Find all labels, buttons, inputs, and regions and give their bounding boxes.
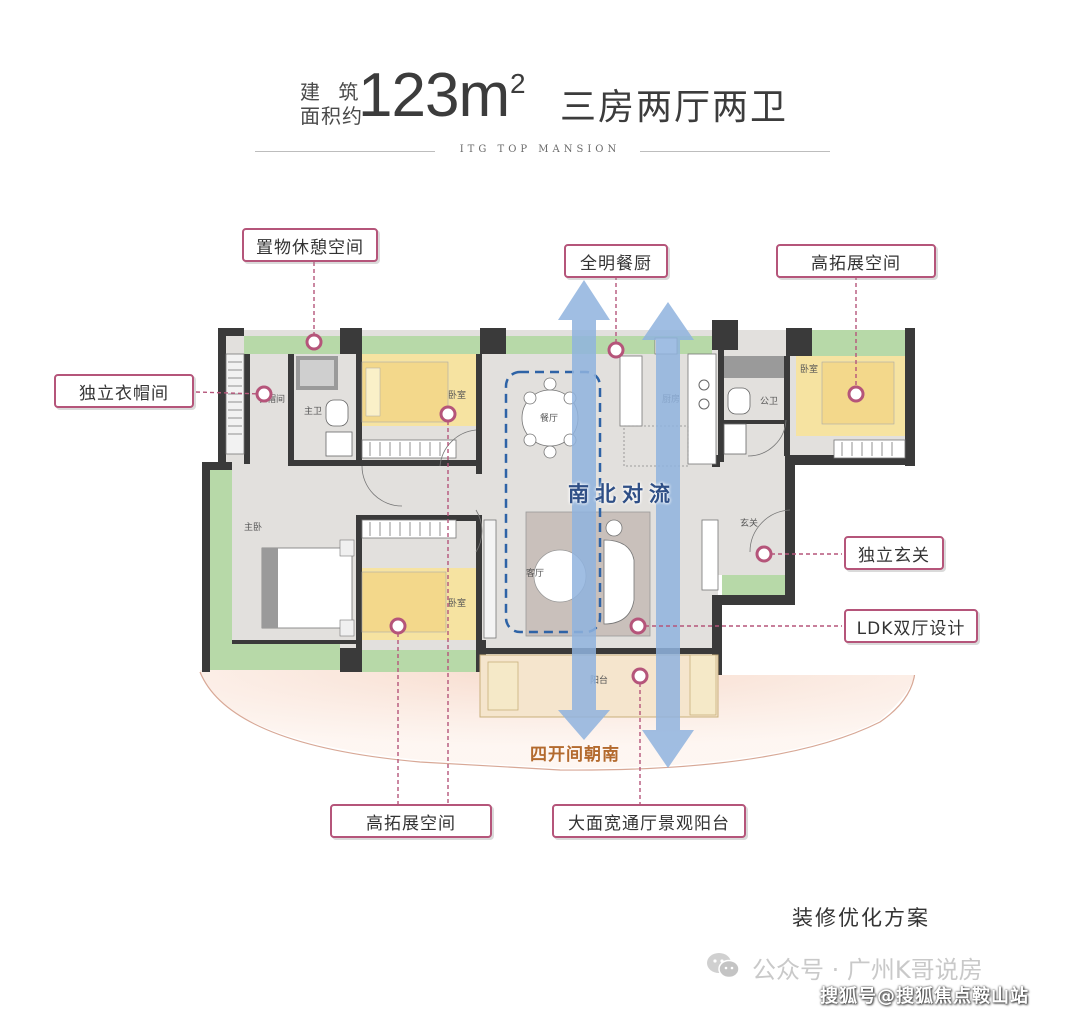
cloak-room: [225, 353, 245, 455]
brand-divider-right: [640, 151, 830, 152]
callout-markers: [255, 333, 865, 685]
brand-text: ITG TOP MANSION: [459, 144, 621, 155]
watermark: 公众号 · 广州K哥说房: [752, 956, 983, 984]
leader-lines: [195, 262, 857, 806]
room-label-dining: 餐厅: [540, 412, 558, 424]
area-value: 123m: [358, 61, 510, 130]
callout-ldk: LDK双厅设计: [844, 609, 978, 643]
ventilation-arrow-right: [642, 302, 694, 768]
interior-walls: [232, 350, 790, 650]
callout-bright-kitchen: 全明餐厨: [564, 244, 668, 278]
source-credit: 搜狐号@搜狐焦点鞍山站: [820, 986, 1029, 1007]
south-sun-halo: [200, 670, 915, 769]
callout-foyer: 独立玄关: [844, 536, 944, 570]
room-label-bedroom-top: 卧室: [448, 389, 466, 401]
callout-balcony: 大面宽通厅景观阳台: [552, 804, 746, 838]
callout-expand-top: 高拓展空间: [776, 244, 936, 278]
room-label-bedroom-right: 卧室: [800, 363, 818, 375]
header: 建 筑 面积约 123m 2 三房两厅两卫 ITG TOP MANSION: [0, 0, 1080, 170]
room-label-living: 客厅: [526, 567, 544, 579]
wechat-icon: [707, 953, 740, 979]
area-label-line2: 面积约: [300, 104, 363, 128]
south-facing-label: 四开间朝南: [530, 745, 620, 765]
area-label-line1: 建 筑: [300, 80, 365, 104]
ventilation-arrow-left: [558, 280, 610, 740]
dining-zone: [504, 370, 602, 634]
sofa: [603, 539, 635, 625]
room-label-bedroom-bottom: 卧室: [448, 597, 466, 609]
cloak-hangers: [228, 361, 242, 435]
callout-expand-bottom: 高拓展空间: [330, 804, 492, 838]
room-label-master-bedroom: 主卧: [244, 521, 262, 533]
room-label-master-bath: 主卫: [304, 405, 322, 417]
area-unit-superscript: 2: [510, 68, 526, 99]
callout-cloakroom: 独立衣帽间: [54, 374, 194, 408]
ventilation-label: 南北对流: [568, 482, 676, 506]
room-label-public-bath: 公卫: [760, 396, 778, 407]
room-label-entrance: 玄关: [740, 517, 758, 529]
plan-name: 装修优化方案: [792, 906, 930, 930]
callout-storage-rest: 置物休憩空间: [242, 228, 378, 262]
brand-divider-left: [255, 151, 435, 152]
south-halo-outline: [199, 671, 916, 771]
layout-title: 三房两厅两卫: [560, 87, 789, 128]
